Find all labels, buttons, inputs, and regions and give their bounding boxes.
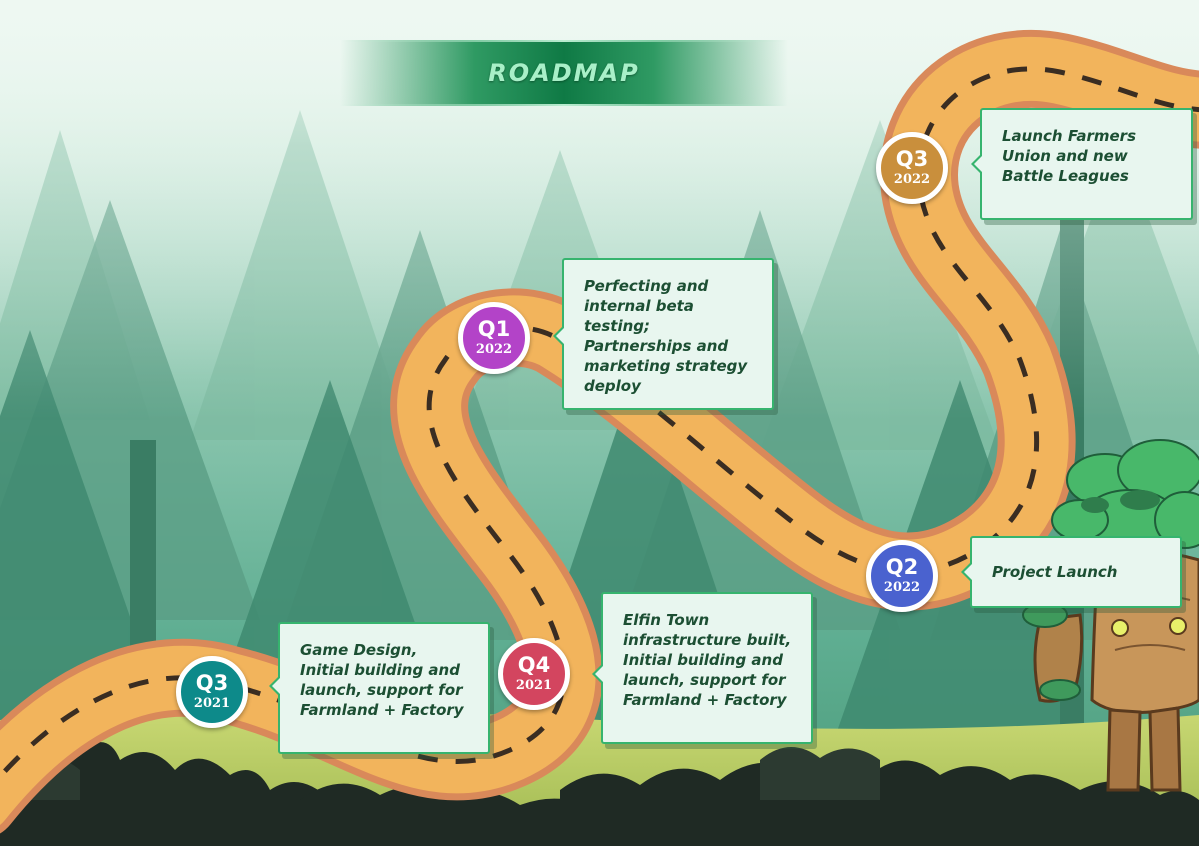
badge-year: 2022	[893, 172, 931, 187]
page-title: ROADMAP	[488, 59, 640, 87]
milestone-card-q3-2022: Launch Farmers Union and new Battle Leag…	[971, 108, 1193, 220]
milestone-badge-q1-2022: Q1 2022	[458, 302, 530, 374]
badge-year: 2021	[515, 678, 553, 693]
milestone-badge-q2-2022: Q2 2022	[866, 540, 938, 612]
badge-quarter: Q3	[895, 147, 929, 171]
milestone-badge-q3-2021: Q3 2021	[176, 656, 248, 728]
milestone-text: Perfecting and internal beta testing; Pa…	[584, 277, 748, 395]
badge-year: 2021	[193, 696, 231, 711]
milestone-text: Project Launch	[992, 563, 1118, 581]
roadmap-title-banner: ROADMAP	[340, 40, 788, 106]
badge-quarter: Q3	[195, 671, 229, 695]
milestone-card-q3-2021: Game Design, Initial building and launch…	[269, 622, 490, 754]
milestone-card-q1-2022: Perfecting and internal beta testing; Pa…	[553, 258, 774, 410]
milestone-badge-q3-2022: Q3 2022	[876, 132, 948, 204]
badge-quarter: Q4	[517, 653, 551, 677]
milestone-card-q4-2021: Elfin Town infrastructure built, Initial…	[592, 592, 813, 744]
milestone-badge-q4-2021: Q4 2021	[498, 638, 570, 710]
badge-quarter: Q2	[885, 555, 919, 579]
milestone-card-q2-2022: Project Launch	[961, 536, 1182, 608]
tree-creature-mascot	[1022, 439, 1199, 792]
milestone-text: Elfin Town infrastructure built, Initial…	[623, 611, 792, 709]
milestone-text: Launch Farmers Union and new Battle Leag…	[1002, 127, 1137, 185]
badge-quarter: Q1	[477, 317, 511, 341]
milestone-text: Game Design, Initial building and launch…	[300, 641, 464, 719]
badge-year: 2022	[475, 342, 513, 357]
badge-year: 2022	[883, 580, 921, 595]
